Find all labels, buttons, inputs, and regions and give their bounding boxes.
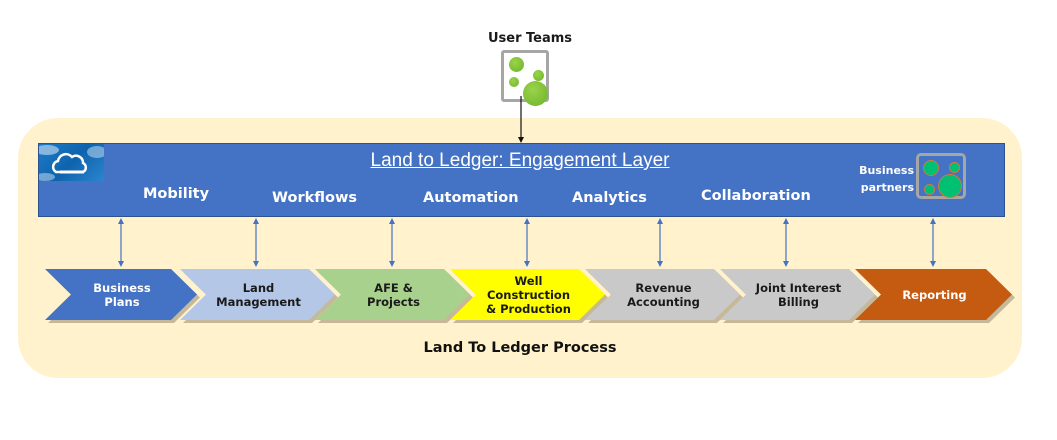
process-step-chevron [585,269,740,320]
process-step-label: AFE &Projects [337,269,450,320]
partner-bubbles-icon [916,153,966,199]
process-step-chevron [720,269,875,320]
process-step-label-line: Billing [778,294,819,309]
process-label: Land To Ledger Process [423,340,617,356]
business-partners-line2: partners [860,181,914,194]
process-step-label-line: AFE & [374,280,413,295]
process-step-label-line: Management [216,294,301,309]
process-step-chevron [450,269,605,320]
process-step-label-line: Land [242,280,275,295]
process-step-label: Reporting [877,269,992,320]
process-step-label-line: Projects [367,294,420,309]
process-step-chevron [855,269,1012,320]
process-step-label-line: Plans [104,294,140,309]
process-step-label-line: Accounting [627,294,700,309]
process-step-chevron [180,269,335,320]
process-step-chevron [45,269,197,320]
engagement-layer-title: Land to Ledger: Engagement Layer [370,150,670,171]
capability-collaboration: Collaboration [701,188,811,204]
business-partners-label: Business partners [838,162,914,196]
capability-workflows: Workflows [272,190,357,206]
process-step-label-line: Joint Interest [755,280,842,295]
process-step-label-line: Revenue [635,280,692,295]
user-teams-label: User Teams [487,31,573,46]
process-step-label-line: & Production [486,301,571,316]
process-step-chevron [315,269,470,320]
capability-automation: Automation [423,190,519,206]
business-partners-line1: Business [859,164,914,177]
process-step-label-line: Well [514,273,543,288]
team-bubbles-icon [501,50,549,106]
capability-analytics: Analytics [572,190,647,206]
engagement-layer-bar [38,143,1005,217]
process-step-label-line: Construction [486,287,571,302]
process-step-label-line: Reporting [902,287,967,302]
cloud-icon [39,144,104,181]
process-step-label-line: Business [93,280,151,295]
capability-mobility: Mobility [143,186,210,202]
